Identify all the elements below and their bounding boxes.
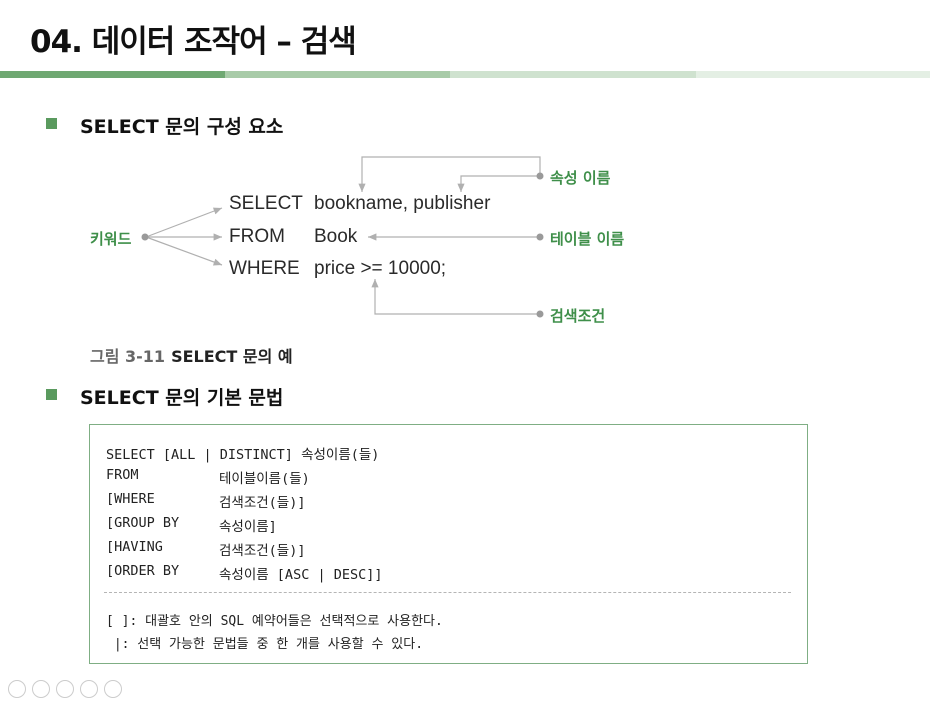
syntax-line: FROM 테이블이름(들) <box>106 467 310 487</box>
keyword-label: 키워드 <box>90 230 132 248</box>
syntax-note: [ ]: 대괄호 안의 SQL 예약어들은 선택적으로 사용한다. <box>106 614 443 629</box>
sql-value-select: bookname, publisher <box>314 193 491 214</box>
syntax-line: [WHERE 검색조건(들)] <box>106 491 305 511</box>
bullet-square-icon <box>46 389 57 400</box>
syntax-keyword: [HAVING <box>106 539 163 555</box>
bullet-square-icon <box>46 118 57 129</box>
syntax-value: 속성이름] <box>219 519 277 535</box>
section-heading-components: SELECT 문의 구성 요소 <box>80 116 284 138</box>
sql-keyword-where: WHERE <box>229 258 300 279</box>
figure-caption: 그림 3-11 SELECT 문의 예 <box>90 343 293 367</box>
title-underline-segment <box>696 71 930 78</box>
syntax-line: [HAVING 검색조건(들)] <box>106 539 305 559</box>
figure-number: 그림 3-11 <box>90 347 166 366</box>
slide-nav-controls <box>8 680 128 702</box>
search-condition-label: 검색조건 <box>550 307 606 325</box>
syntax-line: [GROUP BY 속성이름] <box>106 515 277 535</box>
title-underline-segment <box>0 71 225 78</box>
syntax-keyword: FROM <box>106 467 139 483</box>
title-underline-segment <box>450 71 696 78</box>
prev-slide-icon[interactable] <box>8 680 26 698</box>
page-title: 04. 데이터 조작어 – 검색 <box>30 24 357 60</box>
syntax-value: 테이블이름(들) <box>219 471 310 487</box>
sql-keyword-from: FROM <box>229 226 285 247</box>
syntax-value: 검색조건(들)] <box>219 543 306 559</box>
syntax-value: 검색조건(들)] <box>219 495 306 511</box>
sql-value-where: price >= 10000; <box>314 258 447 279</box>
table-name-label: 테이블 이름 <box>550 230 625 248</box>
syntax-value: 속성이름 [ASC | DESC]] <box>219 567 383 583</box>
more-options-icon[interactable] <box>104 680 122 698</box>
syntax-box: SELECT [ALL | DISTINCT] 속성이름(들) FROM 테이블이… <box>89 424 808 664</box>
dashed-divider <box>104 592 791 593</box>
syntax-note: |: 선택 가능한 문법들 중 한 개를 사용할 수 있다. <box>106 637 424 652</box>
syntax-line: [ORDER BY 속성이름 [ASC | DESC]] <box>106 563 382 583</box>
slides-grid-icon[interactable] <box>56 680 74 698</box>
syntax-line: SELECT [ALL | DISTINCT] 속성이름(들) <box>106 443 379 463</box>
syntax-keyword: [GROUP BY <box>106 515 180 531</box>
section-heading-syntax: SELECT 문의 기본 문법 <box>80 387 284 409</box>
sql-value-from: Book <box>314 226 358 247</box>
syntax-keyword: [WHERE <box>106 491 155 507</box>
title-underline-segment <box>225 71 450 78</box>
figure-caption-text: SELECT 문의 예 <box>171 347 293 366</box>
syntax-keyword: SELECT [ALL | DISTINCT] 속성이름(들) <box>106 447 380 463</box>
sql-keyword-select: SELECT <box>229 193 303 214</box>
pen-icon[interactable] <box>32 680 50 698</box>
attribute-name-label: 속성 이름 <box>550 169 611 187</box>
syntax-keyword: [ORDER BY <box>106 563 180 579</box>
zoom-icon[interactable] <box>80 680 98 698</box>
